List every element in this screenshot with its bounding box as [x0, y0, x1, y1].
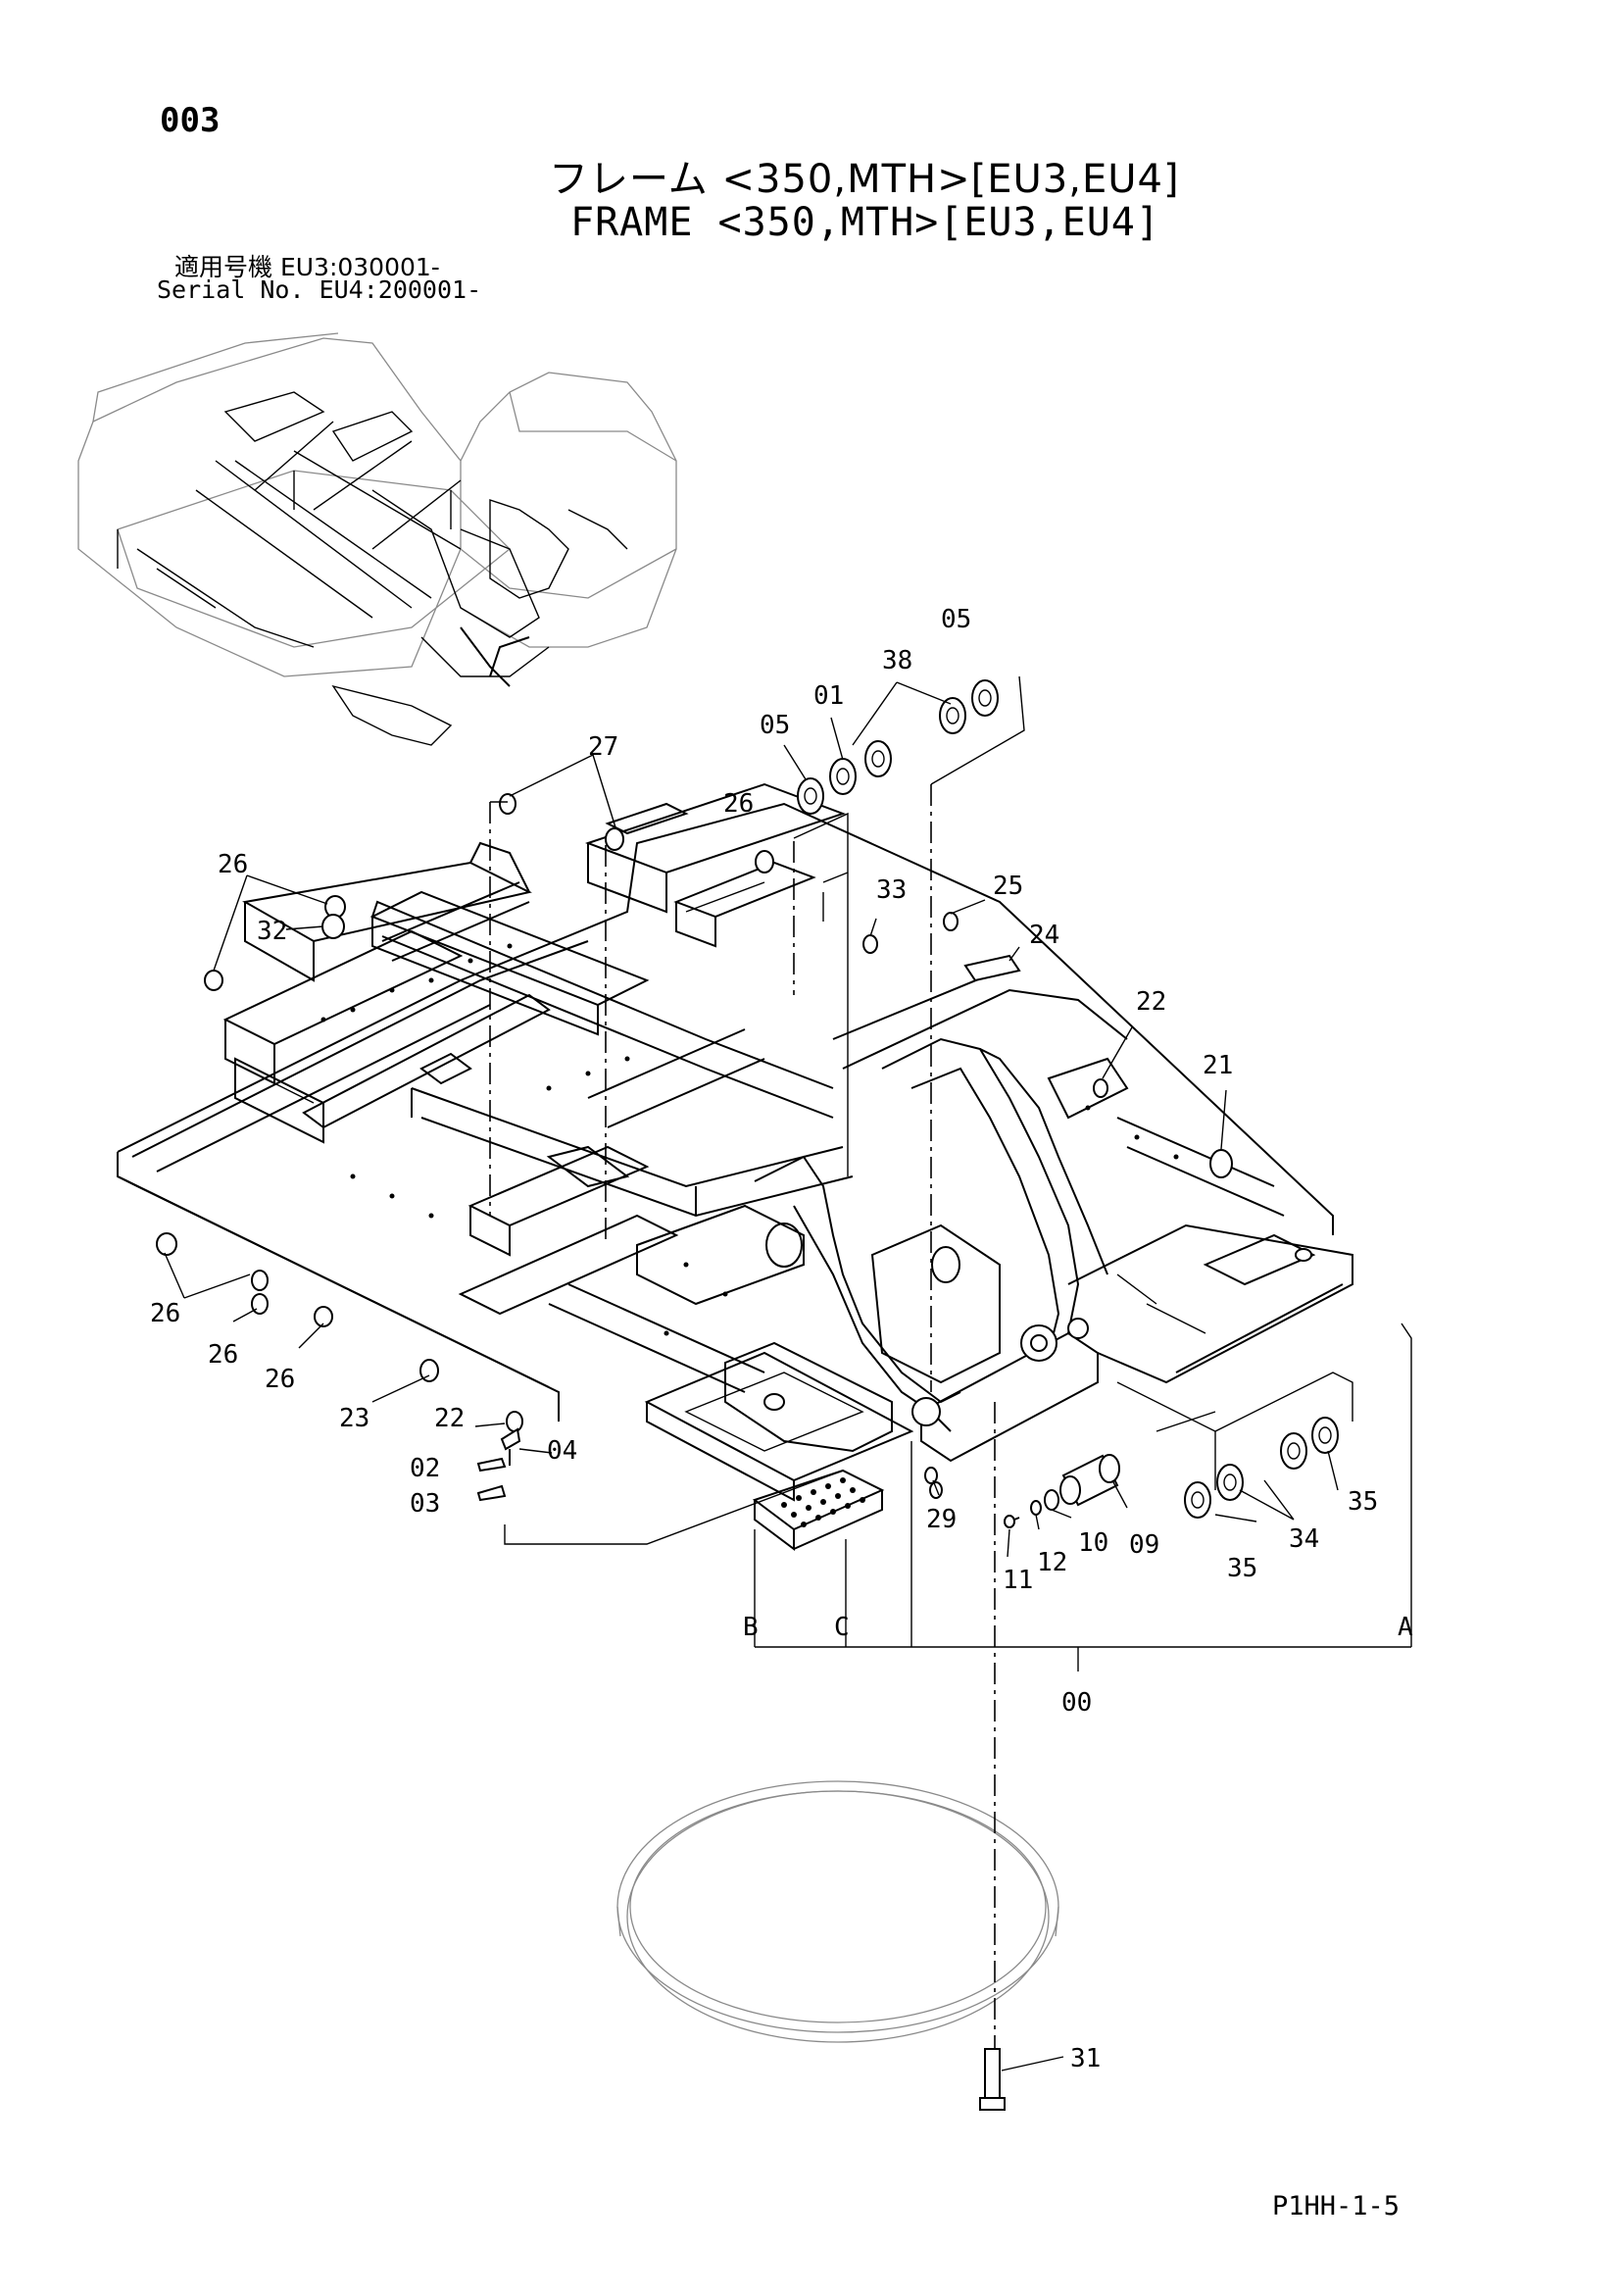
callout-09: 09 — [1129, 1530, 1159, 1560]
callout-05-mid: 05 — [760, 711, 790, 740]
callout-26-left: 26 — [218, 850, 248, 879]
reference-c: C — [834, 1613, 850, 1642]
callout-00: 00 — [1061, 1688, 1092, 1718]
callout-22-right: 22 — [1136, 987, 1166, 1017]
leader-lines — [164, 675, 1412, 2071]
callout-25: 25 — [993, 872, 1023, 901]
callout-10: 10 — [1078, 1528, 1108, 1558]
title-japanese: フレーム <350,MTH>[EU3,EU4] — [549, 157, 1180, 202]
callout-04: 04 — [547, 1436, 577, 1466]
swing-bearing-ring — [616, 1780, 1059, 2043]
callout-03: 03 — [410, 1489, 440, 1519]
callout-27: 27 — [588, 732, 618, 762]
callout-24: 24 — [1029, 921, 1059, 950]
step-pattern — [781, 1477, 865, 1527]
callout-32: 32 — [257, 917, 287, 946]
callout-35-low: 35 — [1227, 1554, 1257, 1583]
callout-33: 33 — [876, 875, 907, 905]
reference-a: A — [1398, 1613, 1413, 1642]
callout-26-b: 26 — [208, 1340, 238, 1370]
upper-frame-body — [117, 782, 1353, 1551]
callout-23: 23 — [339, 1404, 369, 1433]
frame-holes — [320, 943, 1179, 1336]
callout-22-low: 22 — [434, 1404, 465, 1433]
callout-05-top: 05 — [941, 605, 971, 634]
callout-01: 01 — [813, 681, 844, 711]
reference-b: B — [743, 1613, 759, 1642]
callout-21: 21 — [1203, 1051, 1233, 1080]
callout-29: 29 — [926, 1505, 957, 1534]
callout-38: 38 — [882, 646, 912, 675]
callout-11: 11 — [1003, 1566, 1033, 1595]
callout-26-c: 26 — [265, 1365, 295, 1394]
callout-12: 12 — [1037, 1548, 1067, 1577]
callout-26-a: 26 — [150, 1299, 180, 1328]
callout-26-top: 26 — [723, 789, 754, 819]
excavator-overview-illustration — [77, 332, 677, 746]
serial-label-english: Serial No. EU4:200001- — [157, 275, 482, 304]
callout-02: 02 — [410, 1454, 440, 1483]
serial-label-japanese: 適用号機 EU3:030001- — [174, 253, 440, 281]
callout-labels: 27 26 05 38 01 05 26 32 33 25 24 22 21 2… — [150, 605, 1413, 2073]
document-code: P1HH-1-5 — [1272, 2191, 1401, 2221]
hardware-parts — [156, 679, 1339, 2111]
callout-35-right: 35 — [1348, 1487, 1378, 1517]
page-number: 003 — [160, 101, 221, 140]
callout-31: 31 — [1070, 2044, 1101, 2073]
callout-34: 34 — [1289, 1524, 1319, 1554]
title-english: FRAME <350,MTH>[EU3,EU4] — [570, 200, 1160, 245]
